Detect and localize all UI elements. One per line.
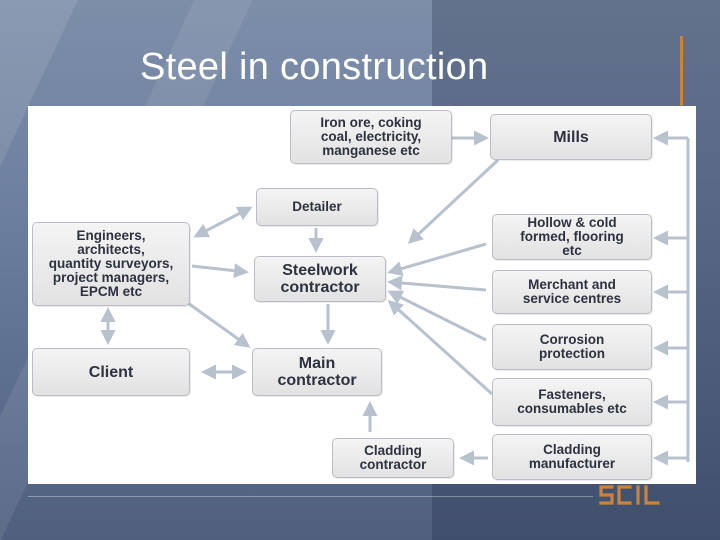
node-corrosion-protection: Corrosion protection [492, 324, 652, 370]
footer-rule [28, 496, 593, 497]
arrow-hollow-to-steelwork [387, 242, 487, 276]
arrow-merchant-to-steelwork [387, 275, 487, 292]
node-raw-materials: Iron ore, coking coal, electricity, mang… [290, 110, 452, 164]
arrow-fasteners-to-steelwork [387, 299, 494, 396]
arrow-corrosion-to-steelwork [387, 290, 487, 342]
node-merchant-service: Merchant and service centres [492, 270, 652, 314]
node-cladding-manufacturer: Cladding manufacturer [492, 434, 652, 480]
node-steelwork-contractor: Steelwork contractor [254, 256, 386, 302]
arrow-detailer-engineers [193, 206, 253, 238]
arrow-engineers-to-main [177, 294, 251, 348]
node-mills: Mills [490, 114, 652, 160]
diagram-arrows [100, 130, 690, 466]
accent-line [680, 36, 683, 126]
node-cladding-contractor: Cladding contractor [332, 438, 454, 478]
node-hollow-cold-formed: Hollow & cold formed, flooring etc [492, 214, 652, 260]
sci-logo-icon [599, 485, 660, 505]
node-main-contractor: Main contractor [252, 348, 382, 396]
node-detailer: Detailer [256, 188, 378, 226]
node-client: Client [32, 348, 190, 396]
arrow-mills-to-steelwork [407, 158, 500, 245]
node-engineers: Engineers, architects, quantity surveyor… [32, 222, 190, 306]
node-fasteners: Fasteners, consumables etc [492, 378, 652, 426]
slide-title: Steel in construction [140, 46, 489, 88]
arrow-engineers-to-steelwork [191, 263, 249, 279]
diagram-panel: Iron ore, coking coal, electricity, mang… [28, 106, 696, 484]
